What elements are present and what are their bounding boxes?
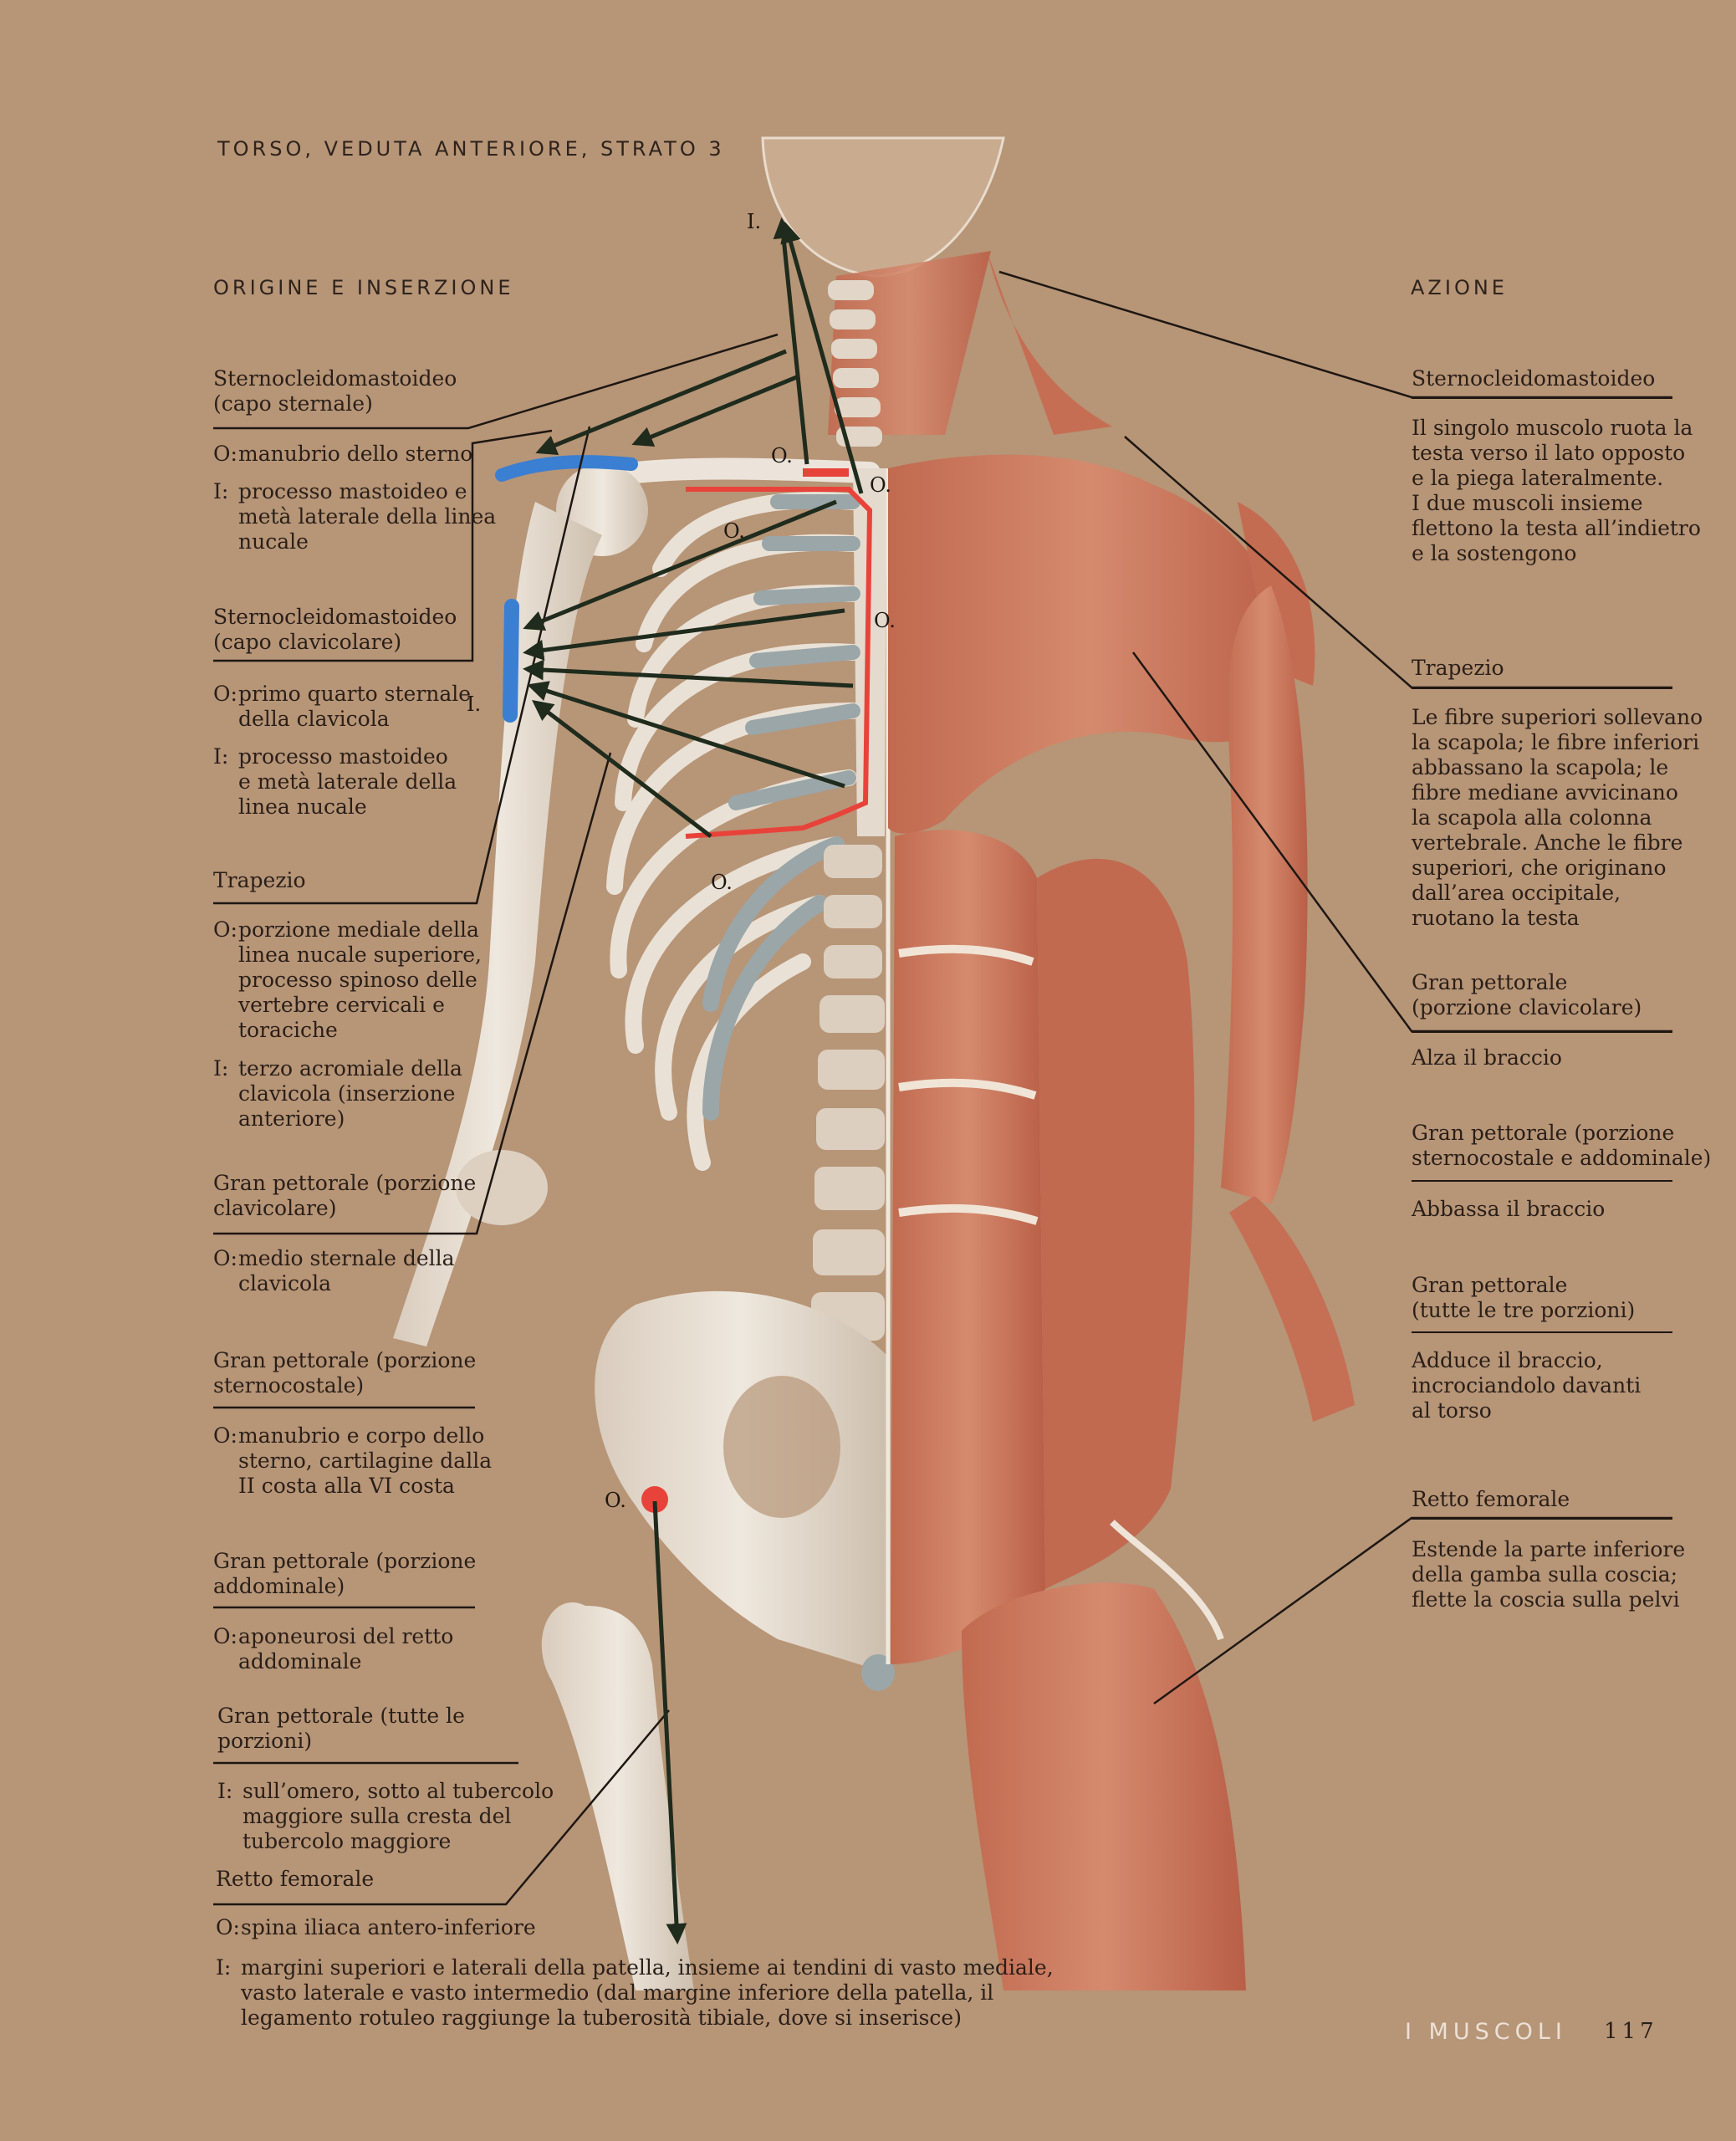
entry-line: O: porzione mediale della linea nucale s… (213, 917, 483, 1042)
entry-line: I: terzo acromiale della clavicola (inse… (213, 1056, 462, 1131)
entry-title: Sternocleidomastoideo (capo clavicolare) (213, 605, 457, 654)
pectoralis-major (888, 454, 1293, 834)
divider (1412, 687, 1672, 689)
action-text: Le fibre superiori sollevano la scapola;… (1412, 705, 1703, 930)
entry-title: Gran pettorale (tutte le porzioni) (217, 1704, 465, 1753)
marker-i-neck: I. (747, 210, 761, 233)
entry-line: O: spina iliaca antero-inferiore (216, 1915, 536, 1939)
entry-line: O: aponeurosi del retto addominale (213, 1624, 454, 1673)
divider (1412, 1331, 1672, 1333)
entry-line: O: manubrio dello sterno (213, 442, 473, 466)
figure-markers: I. I. O. O. O. O. O. O. (467, 210, 896, 1512)
action-title: Retto femorale (1412, 1487, 1570, 1511)
left-column-heading: ORIGINE E INSERZIONE (213, 276, 514, 299)
divider (1412, 397, 1672, 399)
action-title: Gran pettorale (porzione clavicolare) (1412, 970, 1642, 1019)
divider (1412, 1031, 1672, 1033)
head-neck (761, 136, 1112, 435)
right-column-heading: AZIONE (1411, 276, 1508, 299)
action-title: Sternocleidomastoideo (1412, 366, 1656, 391)
muscle-vector-arrows (523, 217, 864, 1944)
external-oblique (1037, 858, 1195, 1589)
forearm (1229, 1196, 1355, 1422)
action-text: Adduce il braccio, incrociandolo davanti… (1412, 1348, 1642, 1423)
marker-o-pelvis: O. (605, 1489, 626, 1512)
deltoid (1238, 502, 1315, 686)
insertion-mark-clavicle (495, 455, 638, 482)
thigh-muscles (962, 1582, 1246, 1990)
entry-title: Gran pettorale (porzione sternocostale) (213, 1348, 477, 1398)
origin-mark-sternum (685, 487, 873, 839)
biceps-arm (1221, 585, 1308, 1204)
marker-o-rib: O. (723, 519, 745, 543)
lumbar-spine (811, 845, 885, 1341)
entry-title: Gran pettorale (porzione addominale) (213, 1549, 477, 1598)
skeleton-half (393, 280, 895, 1990)
chapter-name: I MUSCOLI (1405, 2019, 1567, 2045)
action-text: Il singolo muscolo ruota la testa verso … (1412, 416, 1701, 565)
entry-line: I: margini superiori e laterali della pa… (216, 1955, 1054, 2030)
action-title: Gran pettorale (porzione sternocostale e… (1412, 1121, 1712, 1170)
marker-o-clavicle: O. (771, 444, 793, 468)
rectus-abdominis (891, 830, 1045, 1664)
marker-o-sternum-mid: O. (874, 609, 896, 632)
action-text: Estende la parte inferiore della gamba s… (1412, 1537, 1686, 1612)
action-text: Alza il braccio (1412, 1045, 1562, 1070)
entry-title: Gran pettorale (porzione clavicolare) (213, 1171, 477, 1220)
entry-line: O: manubrio e corpo dello sterno, cartil… (213, 1423, 493, 1498)
entry-title: Retto femorale (216, 1867, 375, 1891)
femur (541, 1602, 694, 1990)
entry-line: O: primo quarto sternale della clavicola (213, 682, 472, 731)
entry-line: I: processo mastoideo e metà laterale de… (213, 744, 457, 819)
action-title: Trapezio (1412, 656, 1504, 680)
divider (1412, 1180, 1672, 1182)
entry-line: O: medio sternale della clavicola (213, 1246, 455, 1295)
entry-title: Sternocleidomastoideo (capo sternale) (213, 366, 457, 416)
entry-title: Trapezio (213, 868, 306, 892)
elbow (456, 1150, 548, 1225)
origin-mark-iliac-spine (641, 1486, 668, 1513)
cervical-spine (828, 280, 882, 447)
entry-line: I: processo mastoideo e metà laterale de… (213, 479, 497, 554)
action-text: Abbassa il braccio (1412, 1197, 1606, 1221)
action-title: Gran pettorale (tutte le tre porzioni) (1412, 1273, 1636, 1322)
section-title: TORSO, VEDUTA ANTERIORE, STRATO 3 (217, 137, 725, 161)
leader-lines-left (213, 333, 779, 1906)
ribcage (606, 492, 861, 1171)
tendinous-intersections (898, 944, 1039, 1225)
insertion-mark-humerus (503, 599, 519, 723)
entry-line: I: sull’omero, sotto al tubercolo maggio… (217, 1779, 554, 1853)
divider (1412, 1518, 1672, 1520)
marker-o-sternum-top: O. (870, 473, 891, 497)
marker-i-humerus: I. (467, 692, 481, 716)
page-number: 117 (1604, 2019, 1658, 2044)
marker-o-lower-rib: O. (711, 871, 733, 894)
muscle-half (888, 454, 1355, 1990)
